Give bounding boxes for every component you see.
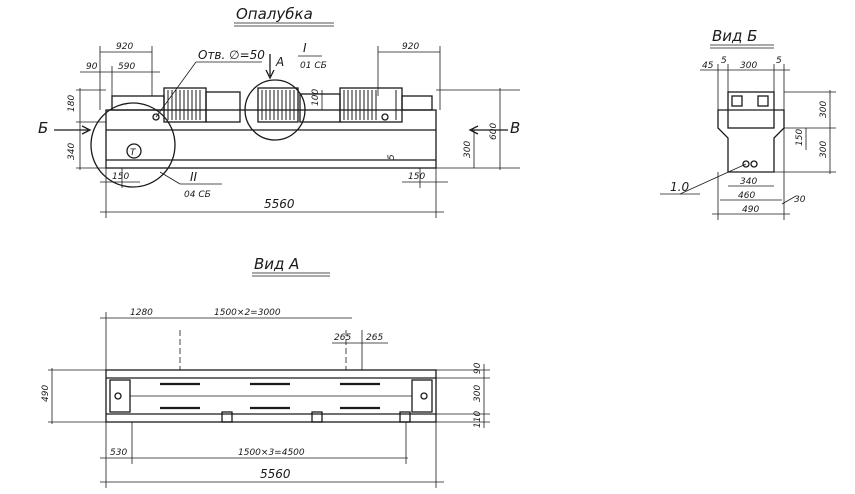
dim-top-left: 920 [116,42,133,52]
dim-h150: 150 [795,129,805,146]
dim-mid-100: 100 [311,89,321,106]
hatch-zone-3 [343,90,397,120]
dim-1280: 1280 [130,308,153,318]
mark-1-0: 1.0 [670,180,689,194]
callout-circle-2 [90,102,176,188]
dim-r300: 300 [473,385,483,402]
dim-h300-low: 300 [819,141,829,158]
dim-length: 5560 [264,197,295,211]
dim-5-right: 5 [776,56,782,66]
dim-r5: 5 [387,154,397,160]
dim-height-600: 600 [489,123,499,140]
dim-left-90: 90 [86,62,98,72]
hatch-zone-2 [261,90,295,120]
dim-w490: 490 [742,205,759,215]
dim-530: 530 [110,448,127,458]
title-view-b-text: Вид Б [712,27,757,45]
dim-h300-right: 300 [819,101,829,118]
hole-note: Отв. ∅=50 [198,48,265,62]
dim-3000: 1500×2=3000 [214,308,281,318]
view-a-plan: 1280 1500×2=3000 265 265 490 90 300 110 … [41,308,490,488]
dim-w460: 460 [738,191,755,201]
title-formwork: Опалубка [234,5,334,27]
dim-bottom-150-left: 150 [112,172,129,182]
mark-t-circle [126,143,142,159]
hatch-zone-1 [167,90,201,120]
dim-left-180: 180 [67,95,77,112]
dim-4500: 1500×3=4500 [238,448,305,458]
arrow-a-label: А [275,55,284,69]
title-view-a-text: Вид А [254,255,299,273]
hole-right [381,113,389,121]
dim-bottom-150-right: 150 [408,172,425,182]
dim-left-590: 590 [118,62,135,72]
dim-r110: 110 [473,411,483,428]
dim-top-right: 920 [402,42,419,52]
dim-30: 30 [794,195,806,205]
dim-h490: 490 [41,385,51,402]
beam-body [105,109,437,169]
view-b-section: 45 5 300 5 300 300 150 340 460 490 30 1.… [660,56,836,220]
dim-height-300: 300 [463,141,473,158]
callout-1-number: I [303,41,307,55]
arrow-b-label: Б [38,119,48,137]
title-view-b: Вид Б [710,27,774,49]
arrow-v-label: В [510,119,520,137]
dim-5-left: 5 [721,56,727,66]
callout-2-sheet: 04 СБ [184,190,211,200]
plan-outline [105,369,437,423]
dim-300-top: 300 [740,61,757,71]
mark-t: Т [130,148,137,158]
dim-265-2: 265 [366,333,383,343]
title-formwork-text: Опалубка [236,5,313,23]
dim-w340: 340 [740,177,757,187]
title-view-a: Вид А [252,255,330,277]
callout-2-number: II [190,170,198,184]
dim-r90: 90 [473,362,483,374]
section-head [727,91,775,129]
dim-left-340: 340 [67,143,77,160]
dim-length-plan: 5560 [260,467,291,481]
dim-265-1: 265 [334,333,351,343]
dim-45: 45 [702,61,714,71]
formwork-elevation: Т Отв. ∅=50 А I 01 СБ II 04 СБ Б В 920 9 [38,41,520,218]
callout-circle-1 [244,79,306,141]
hole-left [152,113,160,121]
callout-1-sheet: 01 СБ [300,61,327,71]
